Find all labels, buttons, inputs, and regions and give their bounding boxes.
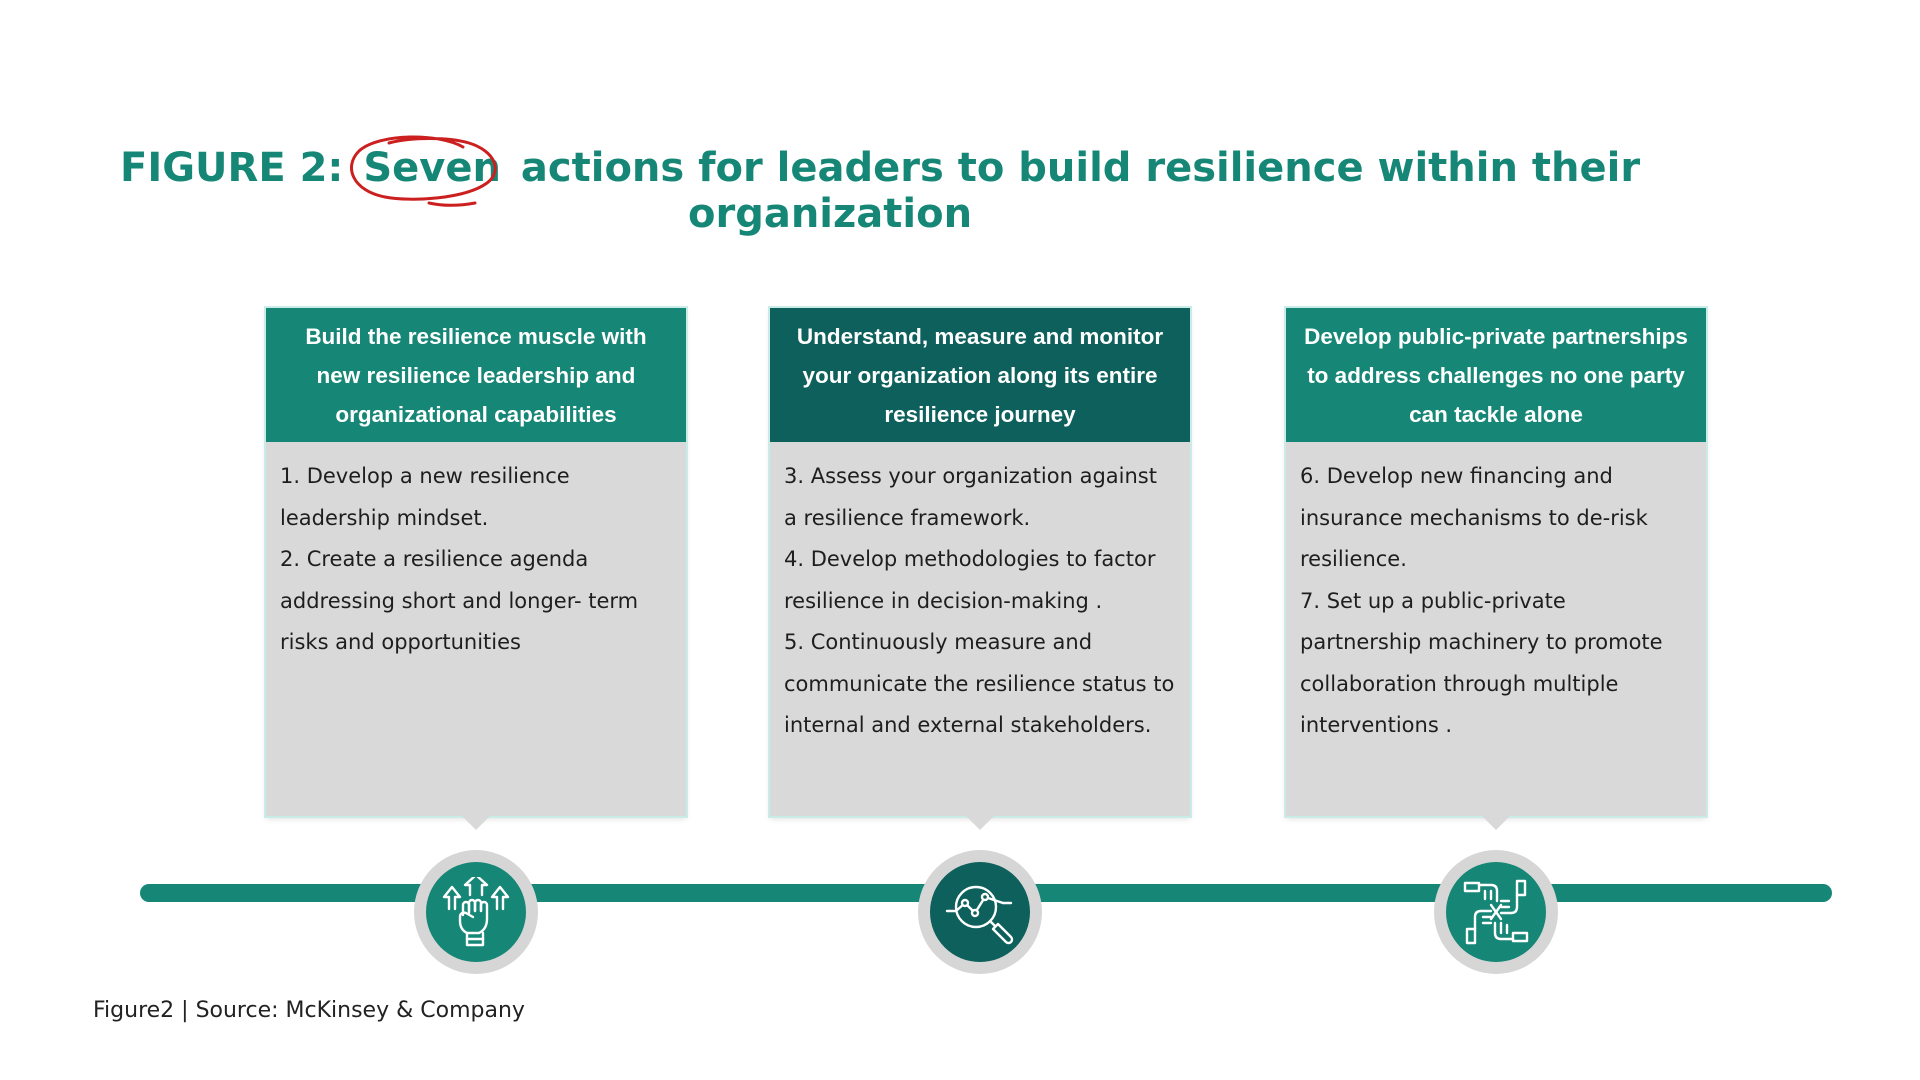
timeline-node-1 [414,850,538,974]
card-1-item-2: 2. Create a resilience agenda addressing… [280,547,639,654]
title-rest: actions for leaders to build resilience … [520,145,1641,191]
card-2-item-2: 4. Develop methodologies to factor resil… [784,547,1156,613]
action-card-2: Understand, measure and monitor your org… [770,308,1190,830]
card-2-body: 3. Assess your organization against a re… [770,442,1190,747]
card-3-item-1: 6. Develop new financing and insurance m… [1300,464,1648,571]
timeline-node-3 [1434,850,1558,974]
action-card-3: Develop public-private partnerships to a… [1286,308,1706,830]
card-2-header: Understand, measure and monitor your org… [770,308,1190,442]
card-3-body: 6. Develop new financing and insurance m… [1286,442,1706,747]
card-3-header: Develop public-private partnerships to a… [1286,308,1706,442]
title-line2: organization [688,191,973,237]
card-2-item-3: 5. Continuously measure and communicate … [784,630,1175,737]
hand-drawn-circle-annotation [350,135,498,207]
card-1-item-1: 1. Develop a new resilience leadership m… [280,464,570,530]
joined-hands-icon [1463,879,1529,945]
title-prefix: FIGURE 2: [120,145,344,191]
figure-caption: Figure2 | Source: McKinsey & Company [93,998,525,1023]
fist-arrows-up-icon [442,877,510,947]
card-1-body: 1. Develop a new resilience leadership m… [266,442,686,664]
figure-title: FIGURE 2: Seven actions for leaders to b… [120,135,1640,237]
card-3-item-2: 7. Set up a public-private partnership m… [1300,588,1663,738]
card-1-header: Build the resilience muscle with new res… [266,308,686,442]
card-2-item-1: 3. Assess your organization against a re… [784,464,1157,530]
title-highlight-word: Seven [363,145,501,191]
magnifier-chart-icon [945,885,1014,945]
action-card-1: Build the resilience muscle with new res… [266,308,686,830]
title-highlight: Seven [350,135,507,207]
timeline-node-2 [918,850,1042,974]
